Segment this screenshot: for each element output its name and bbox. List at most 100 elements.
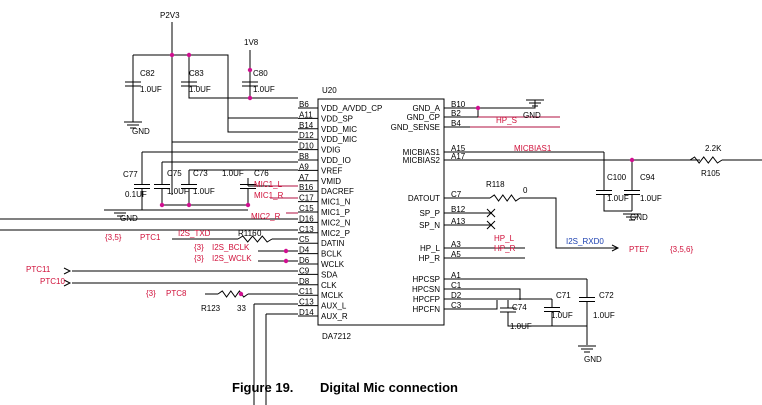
c71-ref: C71 <box>556 291 571 300</box>
right-pin-number: C7 <box>451 190 462 199</box>
left-pin-number: C9 <box>299 266 310 275</box>
c80-symbol <box>242 72 258 96</box>
c73-val: 1.0UF <box>193 187 215 196</box>
c94-val: 1.0UF <box>640 194 662 203</box>
right-pin-number: C1 <box>451 281 462 290</box>
ptc-arrows <box>63 267 72 287</box>
left-pin-number: B16 <box>299 183 314 192</box>
c80-val: 1.0UF <box>253 85 275 94</box>
c73-symbol <box>181 178 197 195</box>
sheetref-wclk: {3} <box>194 254 204 263</box>
left-pin-name: VDD_SP <box>321 114 353 123</box>
net-ptc11: PTC11 <box>26 265 51 274</box>
left-pin-number: D16 <box>299 214 314 223</box>
left-pin-number: A9 <box>299 162 309 171</box>
c94-symbol <box>624 180 640 205</box>
sheetref-pte7: {3,5,6} <box>670 245 693 254</box>
cap-bank-gnd <box>104 195 249 211</box>
vdig-wire <box>172 96 298 143</box>
left-pin-name: VMID <box>321 177 341 186</box>
pte7-arrow <box>611 244 620 252</box>
gnd-label-c82: GND <box>132 127 150 136</box>
junction-dot <box>247 67 253 73</box>
right-pin-number: B4 <box>451 119 461 128</box>
right-pin-name: GND_CP <box>407 113 440 122</box>
mic-input-wires <box>0 218 298 231</box>
right-pin-name: MICBIAS2 <box>403 156 441 165</box>
junction-dot <box>475 105 481 111</box>
net-mic1-l: MIC1_L <box>254 180 283 189</box>
figure-title: Digital Mic connection <box>320 380 458 395</box>
c73-ref: C73 <box>193 169 208 178</box>
junction-dot <box>629 157 635 163</box>
r116-ref: R116 <box>238 229 257 238</box>
sheetref-ptc1: {3,5} <box>105 233 122 242</box>
left-pin-number: D10 <box>299 142 314 151</box>
c74-val: 1.0UF <box>510 322 532 331</box>
r123-val: 33 <box>237 304 246 313</box>
1v8-label: 1V8 <box>244 38 259 47</box>
net-ptc10: PTC10 <box>40 277 65 286</box>
left-pin-number: D12 <box>299 131 314 140</box>
left-pin-name: VREF <box>321 166 342 175</box>
c74-symbol <box>500 300 516 320</box>
junction-dot <box>238 291 244 297</box>
i2s-clk-wires <box>258 250 298 262</box>
p2v3-label: P2V3 <box>160 11 180 20</box>
gnd-label-bottom: GND <box>584 355 602 364</box>
left-pin-name: MIC1_N <box>321 198 351 207</box>
i2s-rxd0-wire <box>520 197 618 249</box>
net-i2s-bclk: I2S_BCLK <box>212 243 250 252</box>
right-pin-number: A3 <box>451 240 461 249</box>
junction-dot <box>159 202 165 208</box>
net-hp-s: HP_S <box>496 116 517 125</box>
right-pin-name: MICBIAS1 <box>403 148 441 157</box>
left-pin-number: C17 <box>299 194 314 203</box>
c80-ref: C80 <box>253 69 268 78</box>
left-pin-name: VDD_MIC <box>321 135 357 144</box>
r116-symbol <box>237 235 273 243</box>
right-pin-name: HPCFN <box>412 305 440 314</box>
left-pin-name: VDD_IO <box>321 156 351 165</box>
figure-number: Figure 19. <box>232 380 293 395</box>
c75-symbol <box>154 178 170 195</box>
c94-ref: C94 <box>640 173 655 182</box>
chip-refdes: U20 <box>322 86 337 95</box>
c77-symbol <box>134 178 150 195</box>
left-pin-name: MIC1_P <box>321 208 350 217</box>
c82-ref: C82 <box>140 69 155 78</box>
ground-symbol <box>578 345 596 353</box>
c76-ref: C76 <box>254 169 269 178</box>
net-hp-r: HP_R <box>494 244 516 253</box>
left-pin-name: VDIG <box>321 146 341 155</box>
ptc11-ptc10-wires <box>72 270 298 284</box>
net-pte7: PTE7 <box>629 245 650 254</box>
sheetref-ptc8: {3} <box>146 289 156 298</box>
r116-val: 0 <box>257 229 262 238</box>
left-pin-name: VDD_A/VDD_CP <box>321 104 382 113</box>
c71-val: 1.0UF <box>551 311 573 320</box>
ground-symbol <box>111 209 129 217</box>
junction-dot <box>247 95 253 101</box>
vref-wire <box>141 151 298 178</box>
net-i2s-rxd0: I2S_RXD0 <box>566 237 604 246</box>
c82-val: 1.0UF <box>140 85 162 94</box>
right-pin-number: C3 <box>451 301 462 310</box>
net-i2s-wclk: I2S_WCLK <box>212 254 252 263</box>
c100-val: 1.0UF <box>607 194 629 203</box>
right-pin-name: HPCSN <box>412 285 440 294</box>
left-pin-name: SDA <box>321 270 338 279</box>
left-pin-number: C13 <box>299 298 314 307</box>
net-mic1-r: MIC1_R <box>254 191 284 200</box>
p2v3-rail <box>132 22 298 195</box>
gnd-label-c100: GND <box>630 213 648 222</box>
left-pin-number: C15 <box>299 204 314 213</box>
right-pin-name: HP_R <box>419 254 441 263</box>
net-micbias1: MICBIAS1 <box>514 144 552 153</box>
c72-symbol <box>579 279 595 320</box>
hpc-gnd-wires <box>507 320 588 345</box>
c74-ref: C74 <box>512 303 527 312</box>
junction-dot <box>186 52 192 58</box>
c71-symbol <box>544 299 560 320</box>
